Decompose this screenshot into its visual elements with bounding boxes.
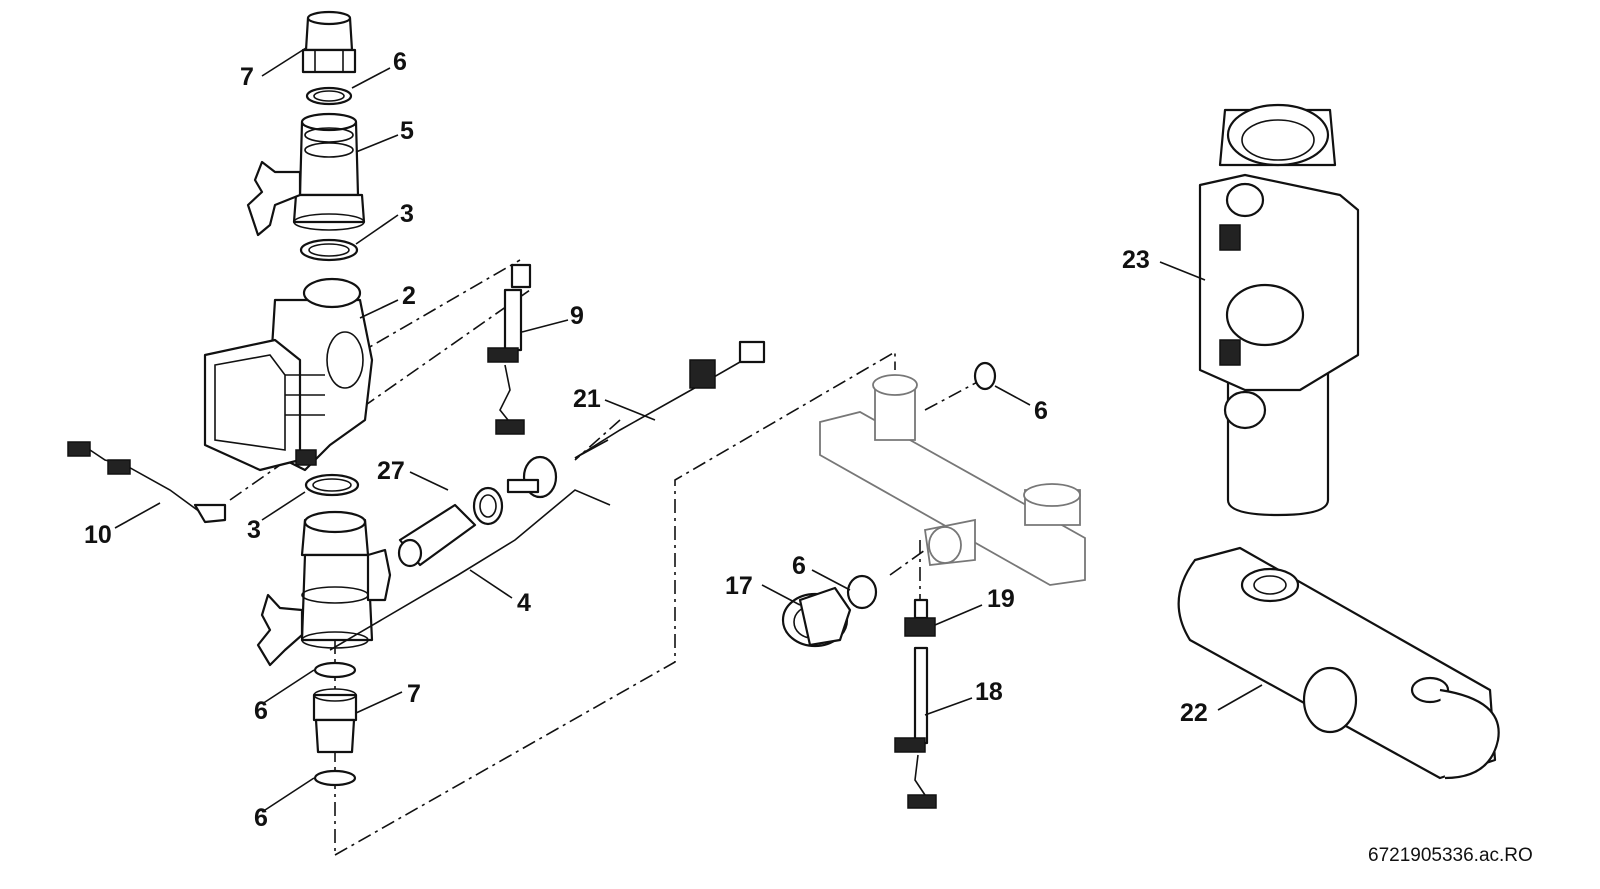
part-9-sensor-cable bbox=[487, 263, 532, 435]
part-6-washer-17 bbox=[846, 574, 878, 610]
callout-7-bottom: 7 bbox=[407, 680, 421, 708]
callout-6-top: 6 bbox=[393, 48, 407, 76]
callout-3-top: 3 bbox=[400, 200, 414, 228]
part-7-top-nipple bbox=[301, 10, 357, 74]
part-2-pump bbox=[203, 277, 374, 472]
callout-19: 19 bbox=[987, 585, 1015, 613]
callout-6-bottom: 6 bbox=[254, 804, 268, 832]
callout-22: 22 bbox=[1180, 699, 1208, 727]
part-27-filter bbox=[397, 455, 558, 568]
part-6-washer-mid bbox=[313, 661, 357, 679]
callout-6-right: 6 bbox=[1034, 397, 1048, 425]
part-19-sensor bbox=[904, 598, 936, 637]
part-4-valve-filter bbox=[256, 510, 392, 667]
part-10-cable bbox=[67, 441, 227, 524]
callout-9: 9 bbox=[570, 302, 584, 330]
leader-lines bbox=[114, 47, 1263, 813]
callout-18: 18 bbox=[975, 678, 1003, 706]
part-6-washer-low bbox=[313, 769, 357, 787]
callout-4: 4 bbox=[517, 589, 531, 617]
part-17-nut bbox=[781, 586, 852, 648]
part-5-valve bbox=[246, 112, 366, 237]
part-18-sensor-cable bbox=[894, 646, 937, 809]
callout-23: 23 bbox=[1122, 246, 1150, 274]
callout-17: 17 bbox=[725, 572, 753, 600]
callout-10: 10 bbox=[84, 521, 112, 549]
callout-3-bottom: 3 bbox=[247, 516, 261, 544]
callout-6-17: 6 bbox=[792, 552, 806, 580]
part-6-washer-right bbox=[973, 361, 997, 391]
part-21-probe bbox=[574, 340, 766, 459]
part-7-bottom-nipple bbox=[312, 688, 358, 754]
callout-5: 5 bbox=[400, 117, 414, 145]
callout-27: 27 bbox=[377, 457, 405, 485]
callout-21: 21 bbox=[573, 385, 601, 413]
drawing-code: 6721905336.ac.RO bbox=[1368, 845, 1533, 866]
manifold-body bbox=[819, 374, 1086, 586]
callout-7-top: 7 bbox=[240, 63, 254, 91]
callout-2: 2 bbox=[402, 282, 416, 310]
part-23-housing bbox=[1198, 103, 1360, 517]
callout-6-mid: 6 bbox=[254, 697, 268, 725]
part-22-tube bbox=[1177, 546, 1500, 780]
